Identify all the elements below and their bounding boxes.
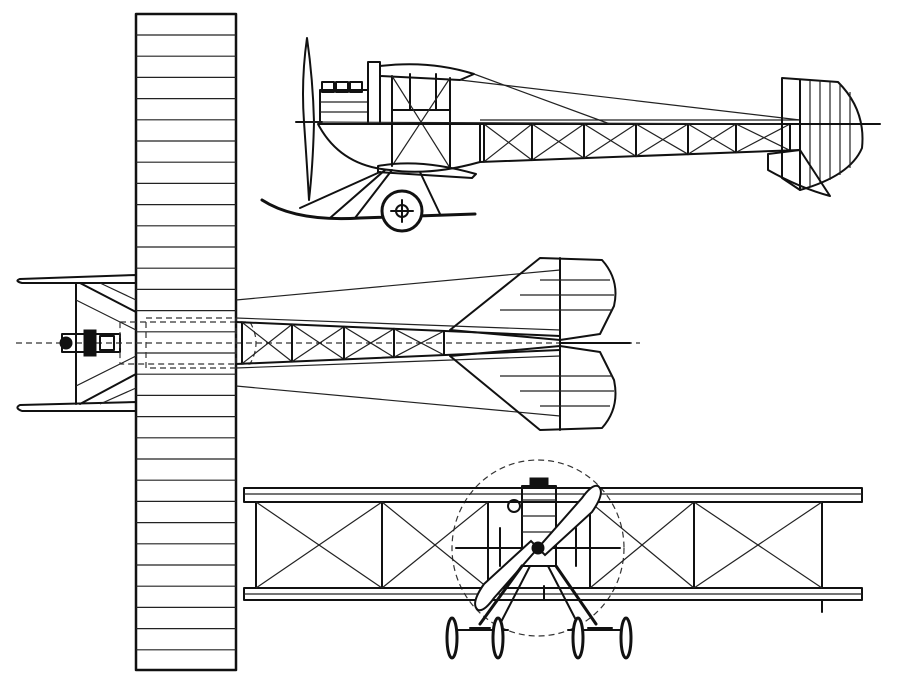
side-bay-wire: [583, 123, 637, 157]
top-bay-wire: [393, 328, 445, 356]
wing-outline: [134, 12, 238, 672]
front-prop-blade-upper: [536, 484, 602, 557]
top-bay-wire: [291, 323, 345, 360]
wing-planform: [134, 12, 238, 672]
side-bay-wire: [531, 123, 585, 161]
side-tail-lower: [767, 149, 831, 197]
top-boom-upper: [235, 321, 561, 337]
side-bay-wire: [687, 123, 737, 155]
top-bay-wire: [343, 326, 395, 358]
front-wheel-2: [491, 616, 505, 660]
top-bay-wire: [291, 326, 345, 363]
front-wheel-1: [445, 616, 459, 660]
top-prop-hub: [59, 336, 73, 350]
top-skid-upper: [16, 274, 137, 284]
top-bay-wire: [241, 321, 293, 363]
front-view: [243, 459, 863, 660]
side-propeller: [302, 37, 315, 201]
side-bay-wire: [483, 123, 533, 163]
front-wheel-3: [571, 616, 585, 660]
top-bay-wire: [343, 328, 395, 360]
side-nacelle: [317, 123, 481, 173]
front-brace-wire: [589, 501, 695, 589]
front-interplane-struts: [255, 501, 823, 613]
side-bay-wire: [583, 123, 637, 159]
front-prop-hub: [531, 541, 545, 555]
side-view: [260, 37, 881, 233]
top-skid-lower: [16, 401, 137, 412]
front-wheel-4: [619, 616, 633, 660]
side-bay-wire: [483, 123, 533, 161]
top-bay-wire: [393, 330, 445, 358]
top-tailplane-lower: [449, 345, 617, 431]
front-prop-disc: [451, 459, 625, 637]
front-brace-wire: [381, 501, 489, 589]
side-boom-bottom: [479, 149, 801, 163]
top-boom-lower: [235, 349, 561, 365]
side-boom-bays: [483, 123, 791, 163]
top-bay-wire: [241, 323, 293, 365]
front-brace-wire: [693, 501, 823, 589]
side-engine: [319, 89, 369, 125]
side-bay-wire: [635, 123, 689, 155]
top-tailplane-upper: [449, 257, 617, 341]
side-bay-wire: [531, 123, 585, 159]
front-upper-wing: [243, 487, 863, 503]
front-brace-wire: [255, 501, 383, 589]
top-view: [16, 257, 640, 431]
side-upper-wing: [379, 63, 475, 81]
side-lower-wing: [377, 162, 477, 179]
side-bay-wire: [635, 123, 689, 157]
top-boom-bays: [241, 321, 445, 365]
wing-ribs: [136, 34, 236, 651]
side-skid: [260, 198, 477, 221]
side-bay-wire: [687, 123, 737, 153]
